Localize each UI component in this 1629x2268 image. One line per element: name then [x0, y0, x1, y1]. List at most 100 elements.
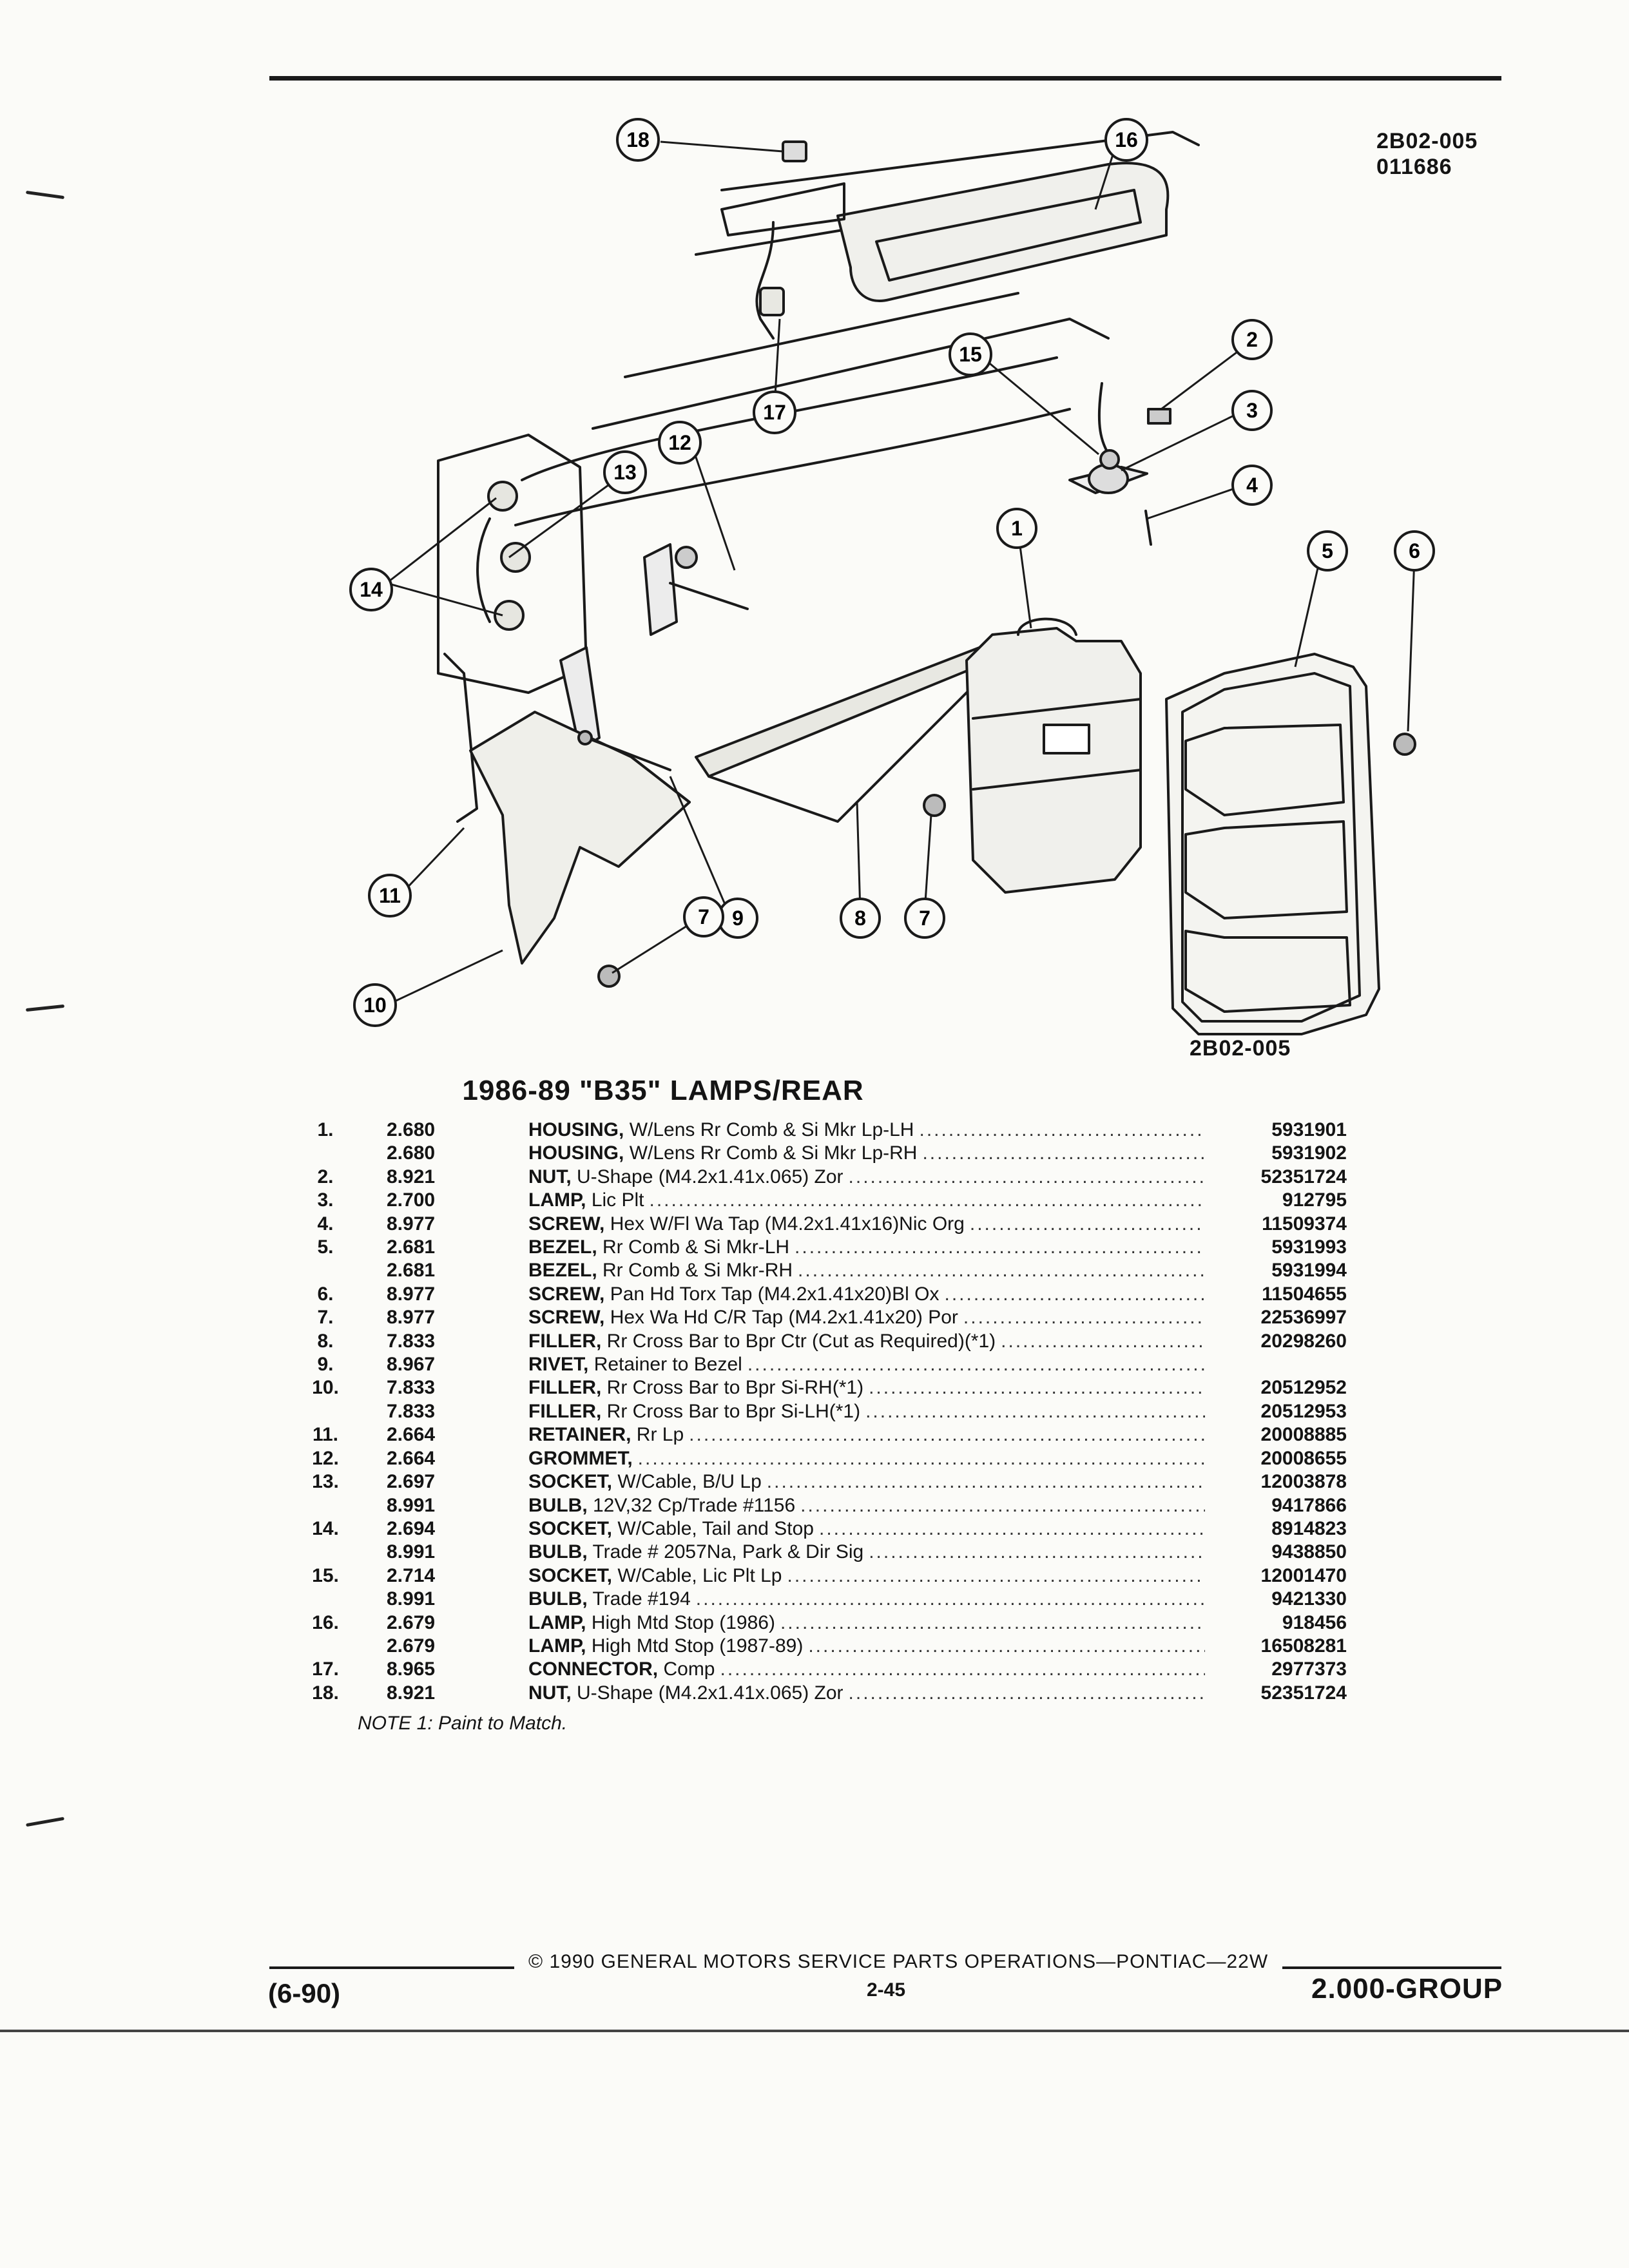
part-index: [264, 1400, 387, 1423]
part-name: LAMP,: [528, 1611, 586, 1633]
part-detail: Rr Cross Bar to Bpr Si-LH(*1): [606, 1400, 861, 1422]
part-name: FILLER,: [528, 1377, 602, 1399]
part-description: RIVET, Retainer to Bezel: [528, 1353, 1205, 1376]
group-number: 2.714: [387, 1564, 436, 1586]
leader-dots: [715, 1658, 1206, 1681]
part-number: 16508281: [1260, 1635, 1347, 1657]
part-index: 4.: [317, 1213, 334, 1235]
section-title: 1986-89 "B35" LAMPS/REAR: [462, 1075, 864, 1106]
part-description: FILLER, Rr Cross Bar to Bpr Si-LH(*1): [528, 1400, 1205, 1423]
part-index: 16.: [312, 1611, 339, 1633]
part-name: SOCKET,: [528, 1517, 613, 1539]
group-number: 8.977: [387, 1307, 436, 1329]
callout-2: 2: [1231, 319, 1273, 360]
part-index: 6.: [317, 1283, 334, 1305]
group-number: 8.921: [387, 1682, 436, 1704]
group-number: 8.967: [387, 1354, 436, 1376]
part-number: 52351724: [1260, 1166, 1347, 1187]
part-description: NUT, U-Shape (M4.2x1.41x.065) Zor: [528, 1166, 1205, 1189]
part-detail: U-Shape (M4.2x1.41x.065) Zor: [577, 1166, 843, 1187]
revision-date: (6-90): [268, 1978, 341, 2008]
part-detail: W/Cable, Lic Plt Lp: [617, 1564, 782, 1586]
part-number: 5931901: [1271, 1119, 1347, 1140]
svg-text:8: 8: [854, 907, 866, 930]
svg-text:15: 15: [959, 343, 982, 366]
callout-7-left: 7: [683, 896, 724, 937]
part-index: [264, 1635, 387, 1658]
callout-4: 4: [1231, 465, 1273, 506]
svg-text:16: 16: [1115, 128, 1138, 151]
part-index: 17.: [312, 1658, 339, 1680]
margin-mark: [25, 190, 65, 200]
part-name: LAMP,: [528, 1635, 586, 1657]
part-detail: High Mtd Stop (1987-89): [591, 1635, 804, 1657]
part-description: FILLER, Rr Cross Bar to Bpr Ctr (Cut as …: [528, 1330, 1205, 1353]
group-number: 8.977: [387, 1213, 436, 1235]
part-detail: Comp: [663, 1658, 715, 1680]
callout-9: 9: [717, 898, 758, 939]
callout-1: 1: [996, 508, 1037, 549]
part-number: 11509374: [1262, 1213, 1347, 1235]
part-number: 11504655: [1262, 1283, 1347, 1305]
callout-14: 14: [349, 568, 393, 611]
parts-row: 2.679 LAMP, High Mtd Stop (1987-89) 165082…: [361, 1635, 1443, 1658]
part-description: BULB, Trade #194: [528, 1588, 1205, 1611]
part-name: BEZEL,: [528, 1236, 597, 1258]
part-index: 2.: [317, 1166, 334, 1187]
part-description: SCREW, Hex Wa Hd C/R Tap (M4.2x1.41x20) …: [528, 1306, 1205, 1329]
svg-text:17: 17: [763, 401, 786, 424]
exploded-parts-diagram: 18 16 2 15 3 17 12 4: [349, 118, 1435, 1035]
svg-text:14: 14: [360, 578, 383, 601]
figure-code-bottom: 2B02-005: [1190, 1036, 1291, 1061]
group-number: 2.697: [387, 1471, 436, 1493]
part-index: 9.: [317, 1354, 334, 1376]
svg-text:7: 7: [919, 907, 930, 930]
leader-dots: [917, 1142, 1205, 1165]
part-name: BULB,: [528, 1541, 588, 1563]
part-index: 12.: [312, 1447, 339, 1469]
group-number: 2.679: [387, 1635, 436, 1657]
part-number: [1205, 1353, 1347, 1376]
part-detail: W/Cable, Tail and Stop: [617, 1517, 814, 1539]
leader-dots: [742, 1353, 1205, 1376]
group-number: 8.991: [387, 1588, 436, 1610]
part-number: 5931902: [1271, 1142, 1347, 1164]
top-rule: [269, 76, 1501, 81]
part-description: FILLER, Rr Cross Bar to Bpr Si-RH(*1): [528, 1376, 1205, 1399]
part-index: [264, 1142, 387, 1165]
part-name: GROMMET,: [528, 1447, 633, 1469]
part-number: 20298260: [1260, 1330, 1347, 1352]
leader-dots: [775, 1611, 1205, 1635]
leader-dots: [795, 1494, 1205, 1517]
svg-text:18: 18: [626, 128, 650, 151]
leader-dots: [863, 1376, 1205, 1399]
svg-text:10: 10: [363, 994, 387, 1017]
part-number: 5931993: [1271, 1236, 1347, 1258]
part-index: [264, 1588, 387, 1611]
group-number: 2.679: [387, 1611, 436, 1633]
part-number: 918456: [1282, 1611, 1347, 1633]
part-index: [264, 1541, 387, 1564]
leader-dots: [843, 1682, 1205, 1705]
part-index: 8.: [317, 1330, 334, 1352]
part-description: BULB, 12V,32 Cp/Trade #1156: [528, 1494, 1205, 1517]
group-number: 8.921: [387, 1166, 436, 1187]
leader-dots: [843, 1166, 1205, 1189]
leader-dots: [965, 1213, 1205, 1236]
part-detail: Retainer to Bezel: [593, 1354, 742, 1376]
part-number: 2977373: [1271, 1658, 1347, 1680]
part-description: LAMP, Lic Plt: [528, 1189, 1205, 1212]
part-index: 5.: [317, 1236, 334, 1258]
